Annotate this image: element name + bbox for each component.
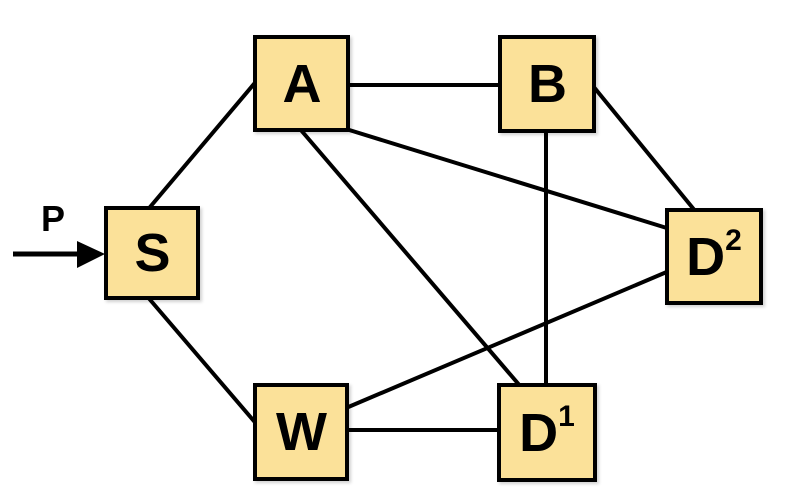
edge-S-W bbox=[144, 293, 261, 429]
edge-S-A bbox=[143, 76, 261, 215]
edge-W-D2 bbox=[344, 269, 671, 410]
edge-B-D2 bbox=[591, 84, 698, 214]
input-arrow-label: P bbox=[41, 198, 66, 239]
edge-A-D2 bbox=[344, 127, 672, 231]
edge-A-D1 bbox=[298, 127, 523, 389]
input-arrowhead-icon bbox=[77, 241, 105, 268]
